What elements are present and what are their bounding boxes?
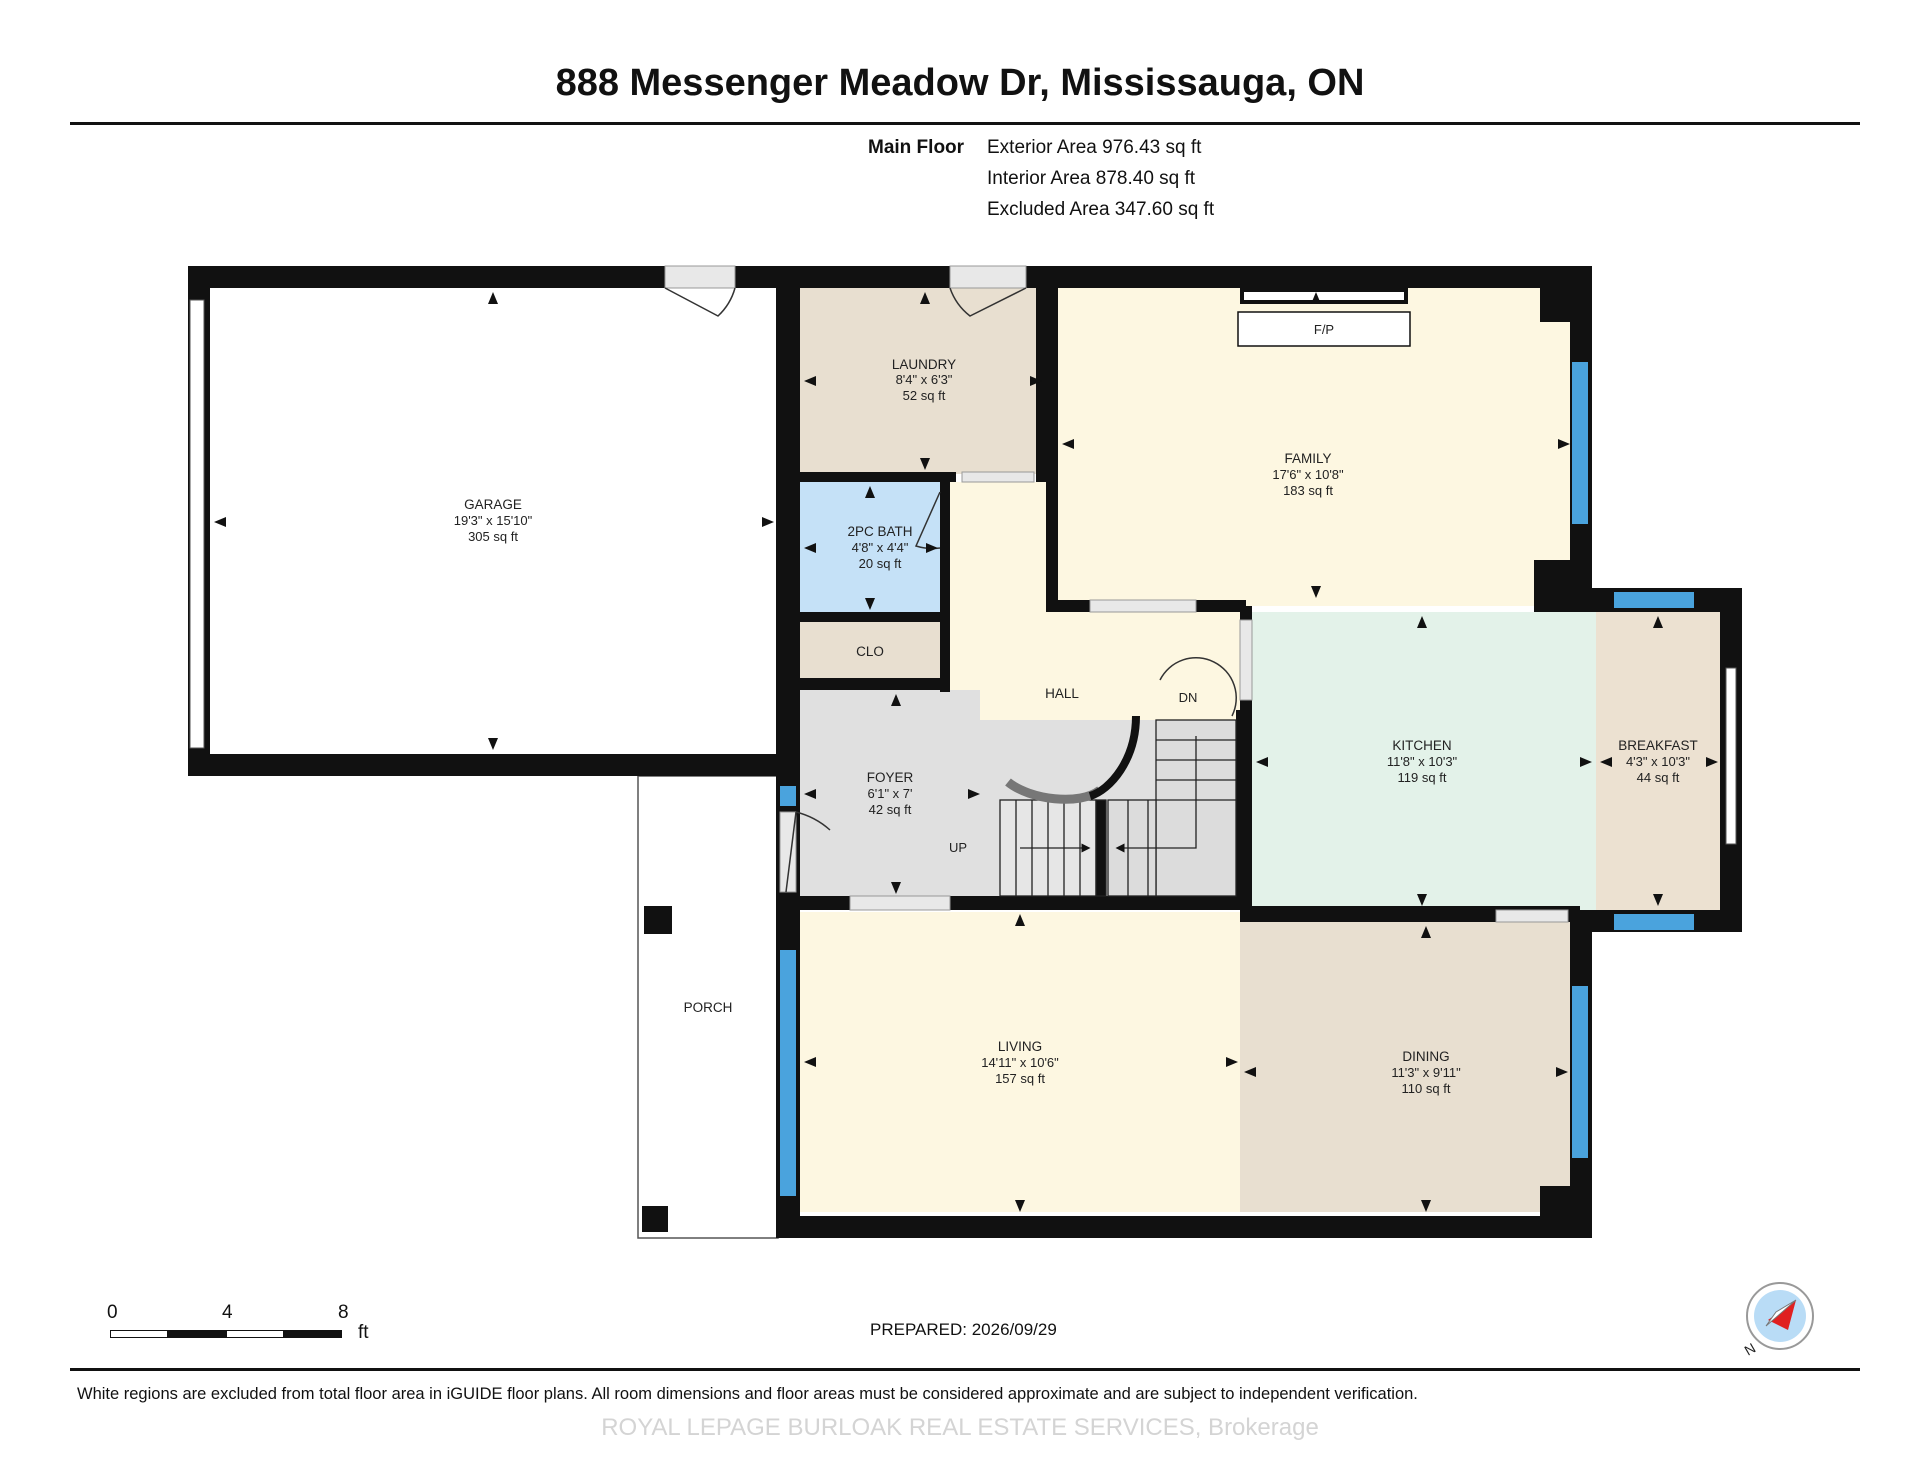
scale-segment-2 [168, 1330, 226, 1338]
living-area: 157 sq ft [995, 1071, 1045, 1086]
stairs [999, 715, 1237, 897]
header-rule [70, 122, 1860, 125]
kitchen-fill [1250, 612, 1596, 910]
laundry-name: LAUNDRY [892, 357, 956, 372]
fireplace [1237, 311, 1411, 347]
bath-area: 20 sq ft [859, 556, 902, 571]
family-area: 183 sq ft [1283, 483, 1333, 498]
porch-post-top [644, 906, 672, 934]
foyer-fill [800, 690, 980, 902]
room-breakfast: BREAKFAST 4'3" x 10'3" 44 sq ft [1618, 738, 1698, 785]
dining-dims: 11'3" x 9'11" [1391, 1065, 1461, 1080]
room-foyer: FOYER 6'1" x 7' 42 sq ft [867, 770, 914, 817]
dining-name: DINING [1402, 1049, 1449, 1064]
bath-fill [800, 482, 940, 612]
room-dining: DINING 11'3" x 9'11" 110 sq ft [1391, 1049, 1461, 1096]
scale-tick-0: 0 [107, 1302, 118, 1323]
brokerage-watermark: ROYAL LEPAGE BURLOAK REAL ESTATE SERVICE… [601, 1414, 1319, 1441]
room-garage: GARAGE 19'3" x 15'10" 305 sq ft [454, 497, 533, 544]
prepared-date: PREPARED: 2026/09/29 [870, 1320, 1057, 1339]
room-living: LIVING 14'11" x 10'6" 157 sq ft [981, 1039, 1059, 1086]
living-dims: 14'11" x 10'6" [981, 1055, 1059, 1070]
fireplace-label: F/P [1314, 322, 1334, 337]
room-bath: 2PC BATH 4'8" x 4'4" 20 sq ft [847, 524, 912, 571]
room-family: FAMILY 17'6" x 10'8" 183 sq ft [1272, 451, 1344, 498]
fireplace-hearth [1240, 288, 1408, 304]
garage-fill [208, 288, 778, 754]
scale-segment-1 [110, 1330, 168, 1338]
room-kitchen: KITCHEN 11'8" x 10'3" 119 sq ft [1387, 738, 1458, 785]
porch-outline [637, 775, 779, 1239]
foyer-name: FOYER [867, 770, 914, 785]
clo-fill [800, 622, 940, 678]
dining-area: 110 sq ft [1402, 1081, 1451, 1096]
bath-dims: 4'8" x 4'4" [852, 540, 909, 555]
scale-segment-3 [226, 1330, 284, 1338]
stairs-down-label: DN [1179, 690, 1198, 705]
scale-tick-8: 8 [338, 1302, 349, 1323]
disclaimer: White regions are excluded from total fl… [77, 1385, 1418, 1403]
porch-name: PORCH [684, 1000, 733, 1015]
hall-name: HALL [1045, 686, 1079, 701]
kitchen-name: KITCHEN [1392, 738, 1451, 753]
windows [189, 299, 1737, 1196]
family-name: FAMILY [1284, 451, 1331, 466]
breakfast-dims: 4'3" x 10'3" [1626, 754, 1690, 769]
living-name: LIVING [998, 1039, 1042, 1054]
foyer-dims: 6'1" x 7' [868, 786, 913, 801]
clo-name: CLO [856, 644, 884, 659]
property-title: 888 Messenger Meadow Dr, Mississauga, ON [555, 62, 1365, 104]
floor-label: Main Floor [868, 137, 965, 158]
bath-name: 2PC BATH [847, 524, 912, 539]
garage-name: GARAGE [464, 497, 522, 512]
doors [664, 287, 1237, 893]
exterior-area: Exterior Area 976.43 sq ft [987, 137, 1202, 158]
garage-dims: 19'3" x 15'10" [454, 513, 533, 528]
dining-fill [1240, 922, 1574, 1212]
laundry-area: 52 sq ft [903, 388, 946, 403]
laundry-dims: 8'4" x 6'3" [896, 372, 953, 387]
compass-north-label: N [1742, 1340, 1759, 1359]
garage-area: 305 sq ft [468, 529, 518, 544]
stairs-up-label: UP [949, 840, 967, 855]
family-dims: 17'6" x 10'8" [1272, 467, 1344, 482]
breakfast-fill [1596, 612, 1722, 910]
living-fill [800, 912, 1240, 1212]
scale-tick-4: 4 [222, 1302, 233, 1323]
porch-post-bottom [642, 1206, 668, 1232]
laundry-fill [800, 288, 1046, 474]
footer-rule [70, 1368, 1860, 1371]
interior-area: Interior Area 878.40 sq ft [987, 168, 1196, 189]
compass-icon: N [1742, 1282, 1814, 1359]
breakfast-area: 44 sq ft [1637, 770, 1680, 785]
scale-segment-4 [284, 1330, 342, 1338]
room-laundry: LAUNDRY 8'4" x 6'3" 52 sq ft [892, 357, 956, 403]
scale-unit: ft [358, 1322, 369, 1343]
breakfast-name: BREAKFAST [1618, 738, 1698, 753]
wall-openings [664, 265, 1569, 923]
foyer-area: 42 sq ft [869, 802, 912, 817]
kitchen-dims: 11'8" x 10'3" [1387, 754, 1458, 769]
kitchen-area: 119 sq ft [1398, 770, 1447, 785]
excluded-area: Excluded Area 347.60 sq ft [987, 199, 1215, 220]
